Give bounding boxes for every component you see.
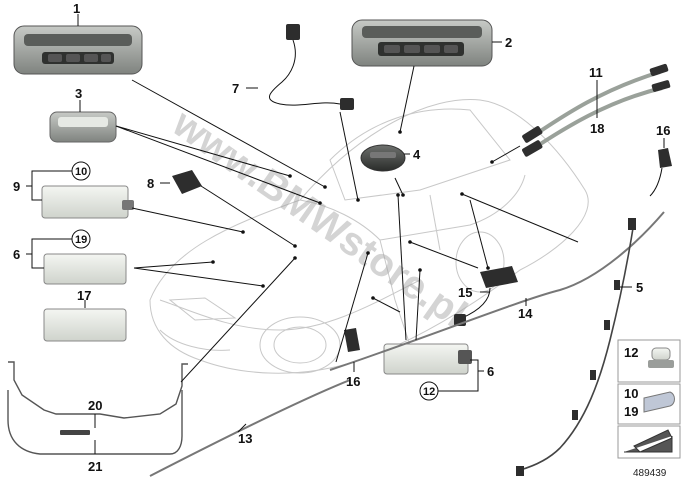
label-8: 8 <box>147 176 154 191</box>
label-11: 11 <box>589 65 603 80</box>
callout-ticks <box>77 14 665 454</box>
bulb-12-base-icon <box>648 360 674 368</box>
label-21: 21 <box>88 459 102 474</box>
part-20-21-bracket-cable <box>7 361 188 455</box>
label-20: 20 <box>88 398 102 413</box>
label-15: 15 <box>458 285 472 300</box>
label-4: 4 <box>413 147 421 162</box>
label-14: 14 <box>518 306 533 321</box>
label-6-left: 6 <box>13 247 20 262</box>
label-19: 19 <box>75 234 87 246</box>
part-14-light-strip <box>329 211 665 371</box>
leader-dots <box>211 130 494 300</box>
part-11-18-light-guides <box>522 63 671 157</box>
part-16-sensor-right <box>649 148 672 197</box>
circle-12 <box>419 381 439 401</box>
bulb-legend: 12 10 19 <box>617 339 681 459</box>
legend-label-19: 19 <box>624 404 638 419</box>
label-3: 3 <box>75 86 82 101</box>
part-9-lens-light <box>41 185 134 219</box>
label-17: 17 <box>77 288 91 303</box>
circle-10 <box>71 161 91 181</box>
part-17-lens-light <box>43 308 127 342</box>
legend-label-12: 12 <box>624 345 638 360</box>
label-16-right: 16 <box>656 123 670 138</box>
part-16-sensor-bottom <box>344 328 360 352</box>
label-7: 7 <box>232 81 239 96</box>
label-5: 5 <box>636 280 643 295</box>
part-13-light-strip <box>149 379 351 477</box>
bulb-12-icon <box>651 347 671 361</box>
label-9: 9 <box>13 179 20 194</box>
circle-19 <box>71 229 91 249</box>
label-6-right: 6 <box>487 364 494 379</box>
part-1-front-interior-light <box>13 25 143 75</box>
label-2: 2 <box>505 35 512 50</box>
group-brackets <box>26 170 484 392</box>
label-16-bottom: 16 <box>346 374 360 389</box>
arrow-symbol-icon <box>624 429 673 453</box>
car-outline <box>149 99 589 374</box>
part-6-lens-light-left <box>43 253 127 285</box>
label-12: 12 <box>423 386 435 398</box>
catalog-number: 489439 <box>633 468 667 479</box>
part-3-reading-light <box>49 111 117 143</box>
leader-lines <box>115 65 579 383</box>
part-2-front-interior-light-alt <box>351 19 493 67</box>
festoon-bulb-icon <box>643 391 675 413</box>
part-7-wiring-cable <box>269 24 354 110</box>
label-18: 18 <box>590 121 604 136</box>
legend-label-10: 10 <box>624 386 638 401</box>
label-10: 10 <box>75 166 87 178</box>
label-13: 13 <box>238 431 252 446</box>
part-4-round-light <box>360 144 406 172</box>
label-1: 1 <box>73 1 80 16</box>
part-5-harness <box>516 218 636 476</box>
part-6-lens-light-right <box>383 343 472 375</box>
part-8-connector <box>172 170 202 194</box>
